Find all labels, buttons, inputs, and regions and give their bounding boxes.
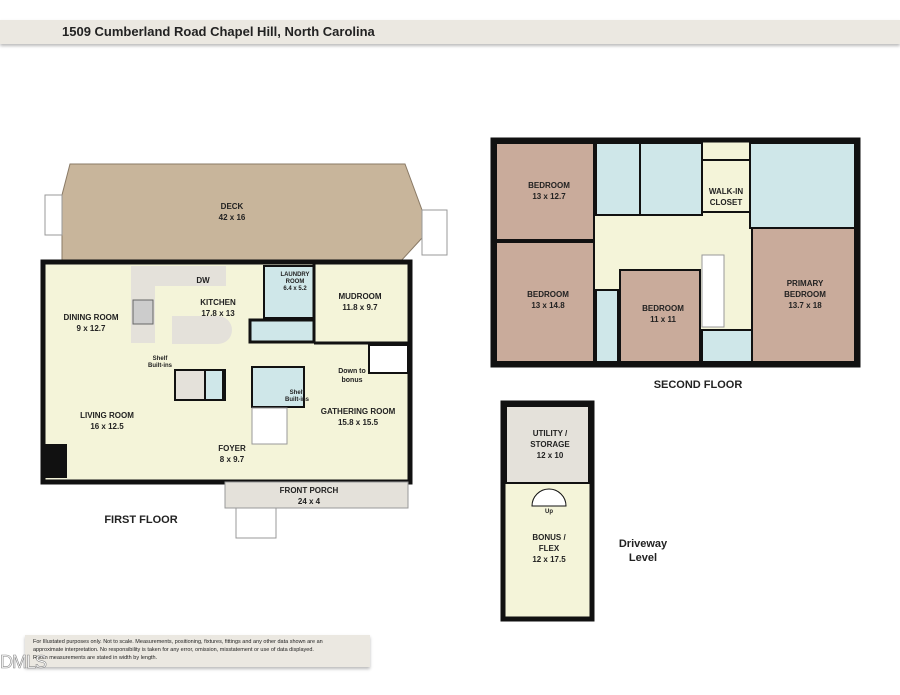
disclaimer: For Illustated purposes only. Not to sca… — [25, 635, 370, 667]
deck-stairs-right — [421, 209, 448, 256]
primary-bedroom — [751, 227, 856, 363]
spiral-stair-up — [531, 488, 567, 507]
kitchen-counter — [131, 266, 226, 286]
disclaimer-line: Room measurements are stated in width by… — [33, 655, 158, 661]
watermark: DMLS — [0, 652, 47, 673]
half-bath — [248, 318, 316, 344]
bath-1 — [595, 142, 641, 216]
upstairs-stairs — [701, 254, 725, 328]
utility-storage — [505, 405, 590, 484]
disclaimer-line: For Illustated purposes only. Not to sca… — [33, 639, 323, 645]
porch-stairs — [235, 507, 277, 539]
cooktop — [132, 299, 154, 325]
title-bar: 1509 Cumberland Road Chapel Hill, North … — [0, 20, 900, 44]
shelf-builtins-2 — [251, 366, 305, 408]
disclaimer-line: approximate interpretation. No responsib… — [33, 647, 314, 653]
deck-stairs-left — [44, 194, 63, 236]
second-floor-label: SECOND FLOOR — [653, 379, 743, 391]
driveway-level-label: Driveway Level — [618, 538, 668, 564]
first-floor-label: FIRST FLOOR — [104, 514, 178, 526]
page-title: 1509 Cumberland Road Chapel Hill, North … — [62, 24, 375, 39]
closet-3 — [595, 289, 619, 363]
room-walk-in-closet: WALK-IN CLOSET — [708, 187, 744, 207]
kitchen-island — [172, 316, 232, 344]
walk-in-closet — [701, 159, 751, 213]
first-floor-area — [40, 259, 413, 485]
bedroom-1 — [495, 142, 595, 241]
bedroom-3 — [619, 269, 701, 363]
note-down-to-bonus: Down to bonus — [338, 368, 366, 384]
spiral-stair — [368, 344, 409, 374]
note-up: Up — [545, 509, 553, 515]
fireplace — [45, 444, 67, 478]
note-shelf-1: Shelf Built-ins — [148, 356, 172, 369]
bedroom-2 — [495, 241, 595, 363]
stairs — [251, 407, 288, 445]
note-dishwasher: DW — [196, 276, 210, 285]
primary-bath — [749, 142, 856, 229]
closet-2 — [701, 329, 753, 363]
front-porch — [224, 481, 409, 509]
note-shelf-2: Shelf Built-ins — [285, 390, 309, 403]
bath-2 — [639, 142, 703, 216]
closet — [204, 369, 224, 401]
